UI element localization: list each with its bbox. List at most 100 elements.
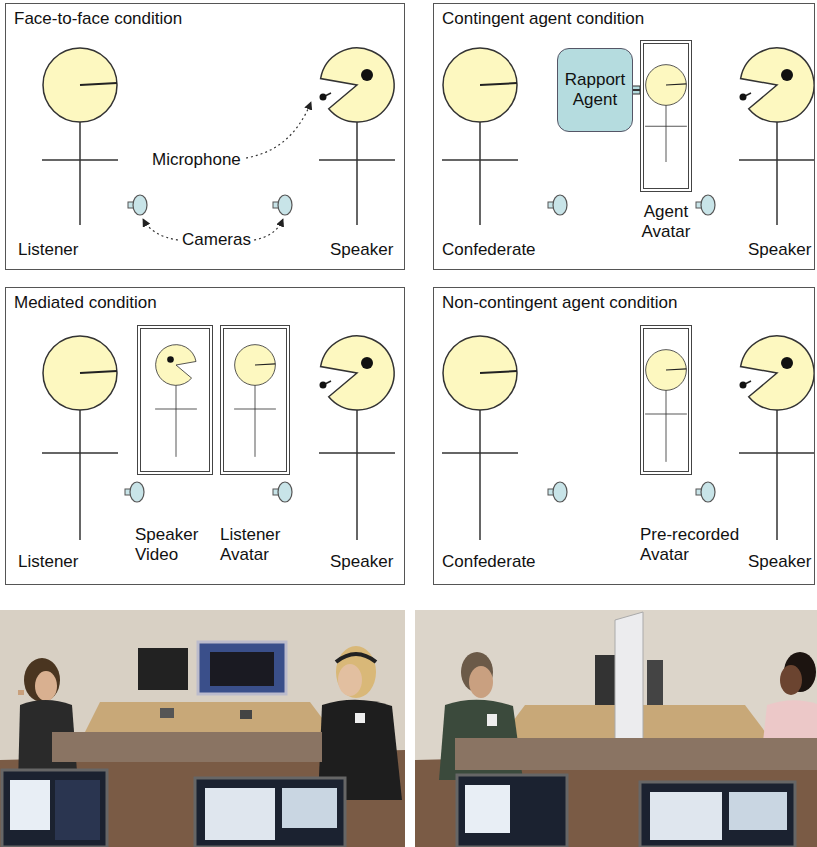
figure-label-holder: Speaker bbox=[748, 240, 811, 260]
control-monitor bbox=[195, 778, 345, 847]
wall bbox=[415, 610, 817, 847]
monitor bbox=[595, 655, 615, 705]
avatar-head bbox=[235, 345, 276, 386]
figure-label-holder: Confederate bbox=[442, 240, 536, 260]
panel-title: Face-to-face condition bbox=[14, 9, 396, 29]
camera-photo bbox=[240, 710, 252, 719]
condition-panel: Mediated conditionSpeaker VideoListener … bbox=[5, 287, 405, 585]
figure-label-holder: Speaker bbox=[330, 552, 393, 572]
figure-label: Speaker bbox=[330, 552, 393, 572]
avatar-body bbox=[234, 385, 276, 457]
screen bbox=[210, 652, 274, 686]
monitor bbox=[198, 642, 286, 694]
confederate-head bbox=[443, 336, 517, 410]
person-hair bbox=[336, 646, 376, 698]
frame-caption: Agent Avatar bbox=[634, 202, 698, 242]
speaker-head bbox=[741, 48, 814, 122]
screen-window bbox=[465, 785, 510, 833]
camera-symbol bbox=[125, 482, 144, 502]
avatar-head bbox=[646, 65, 687, 106]
screen-window bbox=[205, 788, 275, 840]
figure-label: Confederate bbox=[442, 240, 536, 260]
name-badge bbox=[487, 714, 497, 726]
figure-label: Microphone bbox=[152, 150, 241, 170]
frame-label: Speaker Video bbox=[135, 525, 213, 565]
frame-caption: Speaker Video bbox=[135, 525, 213, 565]
speaker-head bbox=[321, 336, 394, 410]
leader-line bbox=[143, 219, 178, 240]
screen-window bbox=[282, 788, 337, 828]
figure-label: Listener bbox=[18, 552, 78, 572]
camera-symbol bbox=[548, 195, 567, 215]
person-hair bbox=[24, 658, 60, 702]
screen-window bbox=[55, 780, 100, 840]
figure-label-holder: Speaker bbox=[748, 552, 811, 572]
leader-line bbox=[246, 102, 311, 158]
frame-caption: Pre-recorded Avatar bbox=[640, 525, 744, 565]
figure-label: Speaker bbox=[748, 240, 811, 260]
panel-title: Mediated condition bbox=[14, 293, 396, 313]
camera-symbol bbox=[696, 482, 715, 502]
hand bbox=[18, 690, 24, 695]
display-frame: Speaker Video bbox=[137, 325, 213, 475]
frame-label: Listener Avatar bbox=[220, 525, 298, 565]
mediated-figures bbox=[42, 336, 395, 540]
figure-label-holder: Cameras bbox=[182, 230, 251, 250]
condition-panel: Non-contingent agent conditionPre-record… bbox=[433, 287, 815, 585]
panel-title: Non-contingent agent condition bbox=[442, 293, 806, 313]
confederate-body bbox=[442, 122, 518, 225]
camera-symbol bbox=[696, 195, 715, 215]
panel-title: Contingent agent condition bbox=[442, 9, 806, 29]
control-monitor bbox=[640, 782, 795, 847]
frame-caption: Listener Avatar bbox=[220, 525, 298, 565]
listener-body bbox=[42, 410, 118, 540]
microphone-symbol bbox=[740, 381, 752, 389]
condition-panel: Face-to-face condition bbox=[5, 3, 405, 270]
listener-body bbox=[42, 122, 118, 225]
control-monitor bbox=[457, 775, 567, 847]
headphones bbox=[336, 654, 376, 662]
speaker-body bbox=[739, 410, 815, 540]
figure-label-holder: Listener bbox=[18, 240, 78, 260]
person-face bbox=[780, 665, 802, 695]
person-face bbox=[35, 671, 57, 701]
divider bbox=[455, 738, 817, 770]
figure-label: Cameras bbox=[182, 230, 251, 250]
figure-label: Speaker bbox=[330, 240, 393, 260]
speaker-head bbox=[741, 336, 814, 410]
camera-photo bbox=[160, 708, 174, 718]
speaker-head bbox=[321, 48, 394, 122]
person-face bbox=[469, 666, 493, 698]
confederate-body bbox=[442, 410, 518, 540]
condition-panel: Contingent agent conditionRapport AgentA… bbox=[433, 3, 815, 270]
speaker-body bbox=[319, 122, 395, 225]
confederate-head bbox=[443, 48, 517, 122]
video-speaker-head bbox=[156, 345, 196, 386]
figure-label: Speaker bbox=[748, 552, 811, 572]
noncontingent-figures bbox=[442, 336, 815, 540]
speaker-body bbox=[739, 122, 815, 225]
screen-window bbox=[650, 792, 722, 840]
listener-head bbox=[43, 48, 117, 122]
avatar-head bbox=[646, 350, 687, 391]
control-monitor bbox=[2, 770, 107, 847]
camera-symbol bbox=[548, 482, 567, 502]
figure-label-holder: Confederate bbox=[442, 552, 536, 572]
screen-window bbox=[729, 792, 787, 830]
camera-symbol bbox=[273, 482, 292, 502]
microphone-symbol bbox=[320, 381, 332, 389]
camera-symbol bbox=[273, 195, 292, 215]
figure-label: Confederate bbox=[442, 552, 536, 572]
avatar-body bbox=[645, 105, 687, 162]
camera-symbol bbox=[128, 195, 147, 215]
display-frame: Listener Avatar bbox=[220, 325, 290, 475]
connector-plug bbox=[632, 86, 640, 94]
lab-photo bbox=[0, 610, 405, 847]
microphone-symbol bbox=[320, 93, 332, 101]
face-to-face-figures bbox=[42, 48, 395, 240]
video-speaker-body bbox=[155, 385, 197, 457]
wall bbox=[0, 610, 405, 847]
leader-line bbox=[254, 219, 283, 240]
